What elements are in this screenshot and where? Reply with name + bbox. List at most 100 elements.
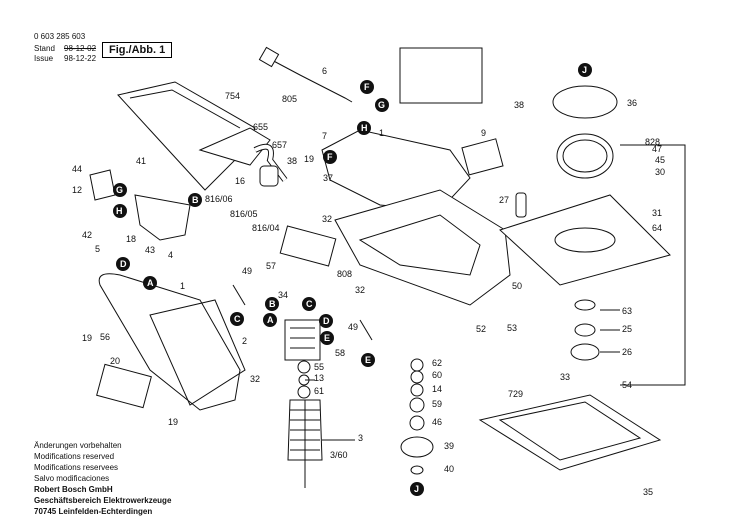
note-line: Modifications reserved: [34, 452, 115, 461]
callout-number: 43: [145, 245, 155, 255]
callout-number: 55: [314, 362, 324, 372]
callout-number: 35: [643, 487, 653, 497]
callout-number: 56: [100, 332, 110, 342]
svg-text:A: A: [147, 278, 154, 288]
callout-number: 49: [348, 322, 358, 332]
notes-block: Änderungen vorbehalten Modifications res…: [34, 440, 171, 517]
callout-number: 20: [110, 356, 120, 366]
callout-number: 58: [335, 348, 345, 358]
marker-h-top: H: [357, 121, 371, 135]
switch-handle: [134, 194, 191, 241]
callout-number: 655: [253, 122, 268, 132]
callout-number: 64: [652, 223, 662, 233]
callout-number: 54: [622, 380, 632, 390]
callout-number: 12: [72, 185, 82, 195]
issue-label: Issue: [34, 54, 54, 63]
callout-number: 816/04: [252, 223, 280, 233]
marker-g-top: G: [375, 98, 389, 112]
callout-number: 57: [266, 261, 276, 271]
callout-number: 38: [287, 156, 297, 166]
svg-text:D: D: [323, 316, 330, 326]
callout-number: 816/05: [230, 209, 258, 219]
callout-number: 13: [314, 373, 324, 383]
callout-number: 40: [444, 464, 454, 474]
callout-number: 39: [444, 441, 454, 451]
callout-number: 32: [355, 285, 365, 295]
company-name: Robert Bosch GmbH: [34, 485, 113, 494]
issue-date: 98-12-22: [64, 54, 97, 63]
svg-text:E: E: [365, 355, 371, 365]
doc-number: 0 603 285 603: [34, 32, 86, 41]
base-plate: [334, 189, 511, 306]
marker-j-bottom: J: [410, 482, 424, 496]
marker-f2: F: [323, 150, 337, 164]
panel-9: [461, 138, 504, 176]
svg-text:C: C: [306, 299, 313, 309]
callout-number: 61: [314, 386, 324, 396]
callout-number: 31: [652, 208, 662, 218]
svg-text:G: G: [116, 185, 123, 195]
callout-layer: 754 655 657 805 6 1 9 7 19 38 37 44 41 1…: [72, 66, 665, 497]
motor-housing-upper: [321, 129, 471, 211]
callout-number: 18: [126, 234, 136, 244]
marker-h-left: H: [113, 204, 127, 218]
callout-number: 729: [508, 389, 523, 399]
svg-text:J: J: [582, 65, 587, 75]
callout-number: 4: [168, 250, 173, 260]
front-handle-housing: [98, 273, 241, 411]
callout-number: 30: [655, 167, 665, 177]
callout-number: 46: [432, 417, 442, 427]
callout-number: 5: [95, 244, 100, 254]
callout-number: 63: [622, 306, 632, 316]
svg-text:G: G: [378, 100, 385, 110]
circuit-schematic: [399, 47, 483, 104]
marker-c-left: C: [230, 312, 244, 326]
marker-e-mid: E: [320, 331, 334, 345]
marker-a-mid: A: [263, 313, 277, 327]
callout-number: 52: [476, 324, 486, 334]
callout-number: 7: [322, 131, 327, 141]
marker-b-mid: B: [265, 297, 279, 311]
callout-number: 59: [432, 399, 442, 409]
fan-39: [400, 436, 434, 458]
callout-number: 36: [627, 98, 637, 108]
stand-label: Stand: [34, 44, 55, 53]
callout-number: 49: [242, 266, 252, 276]
roll-27: [515, 192, 527, 218]
svg-text:A: A: [267, 315, 274, 325]
callout-number: 816/06: [205, 194, 233, 204]
marker-a-left: A: [143, 276, 157, 290]
marker-d-left: D: [116, 257, 130, 271]
callout-number: 19: [168, 417, 178, 427]
svg-text:B: B: [269, 299, 276, 309]
callout-number: 828: [645, 137, 660, 147]
callout-number: 38: [514, 100, 524, 110]
callout-number: 2: [242, 336, 247, 346]
note-line: Modifications reservees: [34, 463, 119, 472]
callout-number: 3/60: [330, 450, 348, 460]
marker-f: F: [360, 80, 374, 94]
callout-number: 60: [432, 370, 442, 380]
switch-block: [279, 225, 337, 267]
note-line: Änderungen vorbehalten: [34, 441, 122, 450]
callout-number: 62: [432, 358, 442, 368]
stand-date: 98-12-02: [64, 44, 97, 53]
callout-number: 657: [272, 140, 287, 150]
callout-number: 42: [82, 230, 92, 240]
pad-20: [96, 363, 152, 409]
callout-number: 14: [432, 384, 442, 394]
callout-number: 3: [358, 433, 363, 443]
marker-e-right: E: [361, 353, 375, 367]
callout-number: 33: [560, 372, 570, 382]
callout-number: 19: [82, 333, 92, 343]
callout-number: 1: [379, 128, 384, 138]
callout-number: 34: [278, 290, 288, 300]
company-address: 70745 Leinfelden-Echterdingen: [34, 507, 153, 516]
callout-number: 805: [282, 94, 297, 104]
svg-text:H: H: [116, 206, 123, 216]
svg-text:J: J: [414, 484, 419, 494]
marker-b-left: B: [188, 193, 202, 207]
callout-number: 50: [512, 281, 522, 291]
sanding-pad-729: [478, 394, 662, 471]
callout-number: 32: [322, 214, 332, 224]
